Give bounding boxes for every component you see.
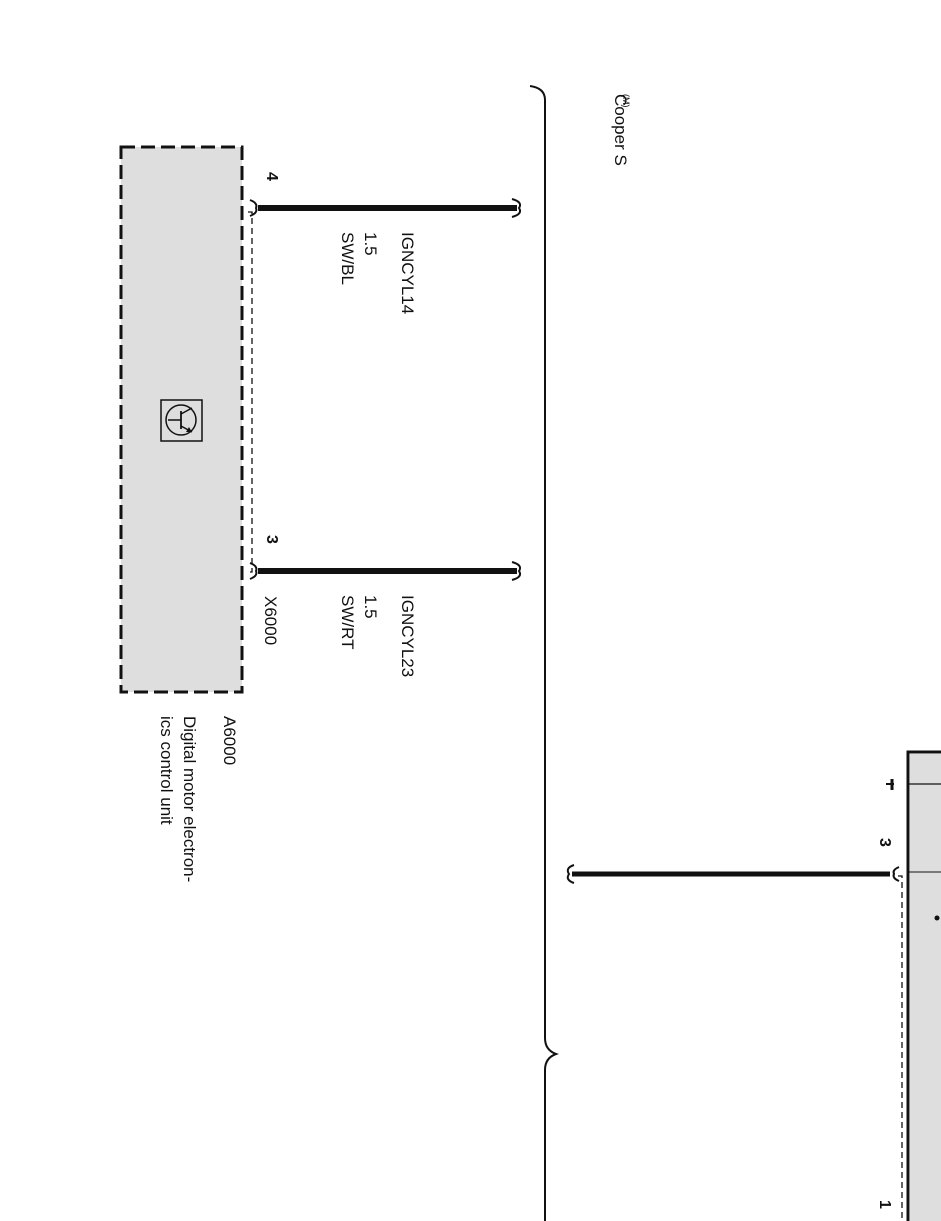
wire-gauge-igncyl23: 1.5 <box>361 595 380 619</box>
wire-color-igncyl23: SW/RT <box>338 595 357 650</box>
lower-module-fill <box>910 754 941 1221</box>
wire-gauge-igncyl14: 1.5 <box>361 232 380 256</box>
lower-module-pin-1: 1 <box>876 1200 893 1209</box>
control-unit-name-line2: ics control unit <box>157 716 176 825</box>
lower-module-node <box>934 915 940 921</box>
wire-signal-igncyl14: IGNCYL14 <box>398 232 417 315</box>
transistor-symbol-icon <box>160 399 203 442</box>
variant-label: Cooper S <box>611 94 630 166</box>
lower-module-pin-3: 3 <box>876 838 893 847</box>
control-unit-id: A6000 <box>220 716 239 766</box>
ground-symbol-icon <box>886 779 894 790</box>
wire-igncyl23 <box>249 561 522 581</box>
lower-module-box <box>906 750 941 1221</box>
pin-label-4: 4 <box>263 172 280 181</box>
wire-signal-igncyl23: IGNCYL23 <box>398 595 417 678</box>
group-brace <box>529 85 559 1221</box>
wire-lower-module <box>566 864 900 884</box>
wire-color-igncyl14: SW/BL <box>338 232 357 285</box>
pin-label-3: 3 <box>263 535 280 544</box>
control-unit-name-line1: Digital motor electron- <box>180 716 199 883</box>
wire- igncyl14 <box>249 198 522 218</box>
connector-id: X6000 <box>261 596 280 646</box>
lower-module-connector-outline <box>898 875 903 1221</box>
connector-outline <box>248 211 253 573</box>
